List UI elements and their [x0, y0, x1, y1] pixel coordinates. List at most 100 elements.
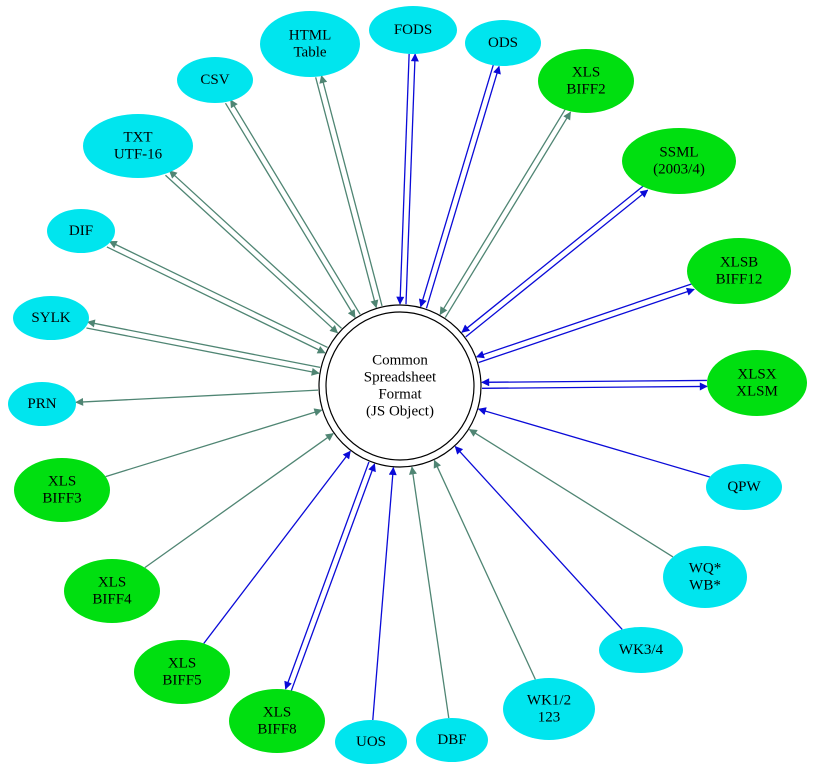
node-ellipse — [83, 114, 193, 178]
node-ellipse — [8, 382, 76, 426]
edge-ods — [418, 64, 501, 309]
node-ellipse — [335, 720, 407, 764]
node-label: UOS — [356, 734, 386, 750]
arrow — [106, 246, 326, 354]
node-label: CSV — [200, 72, 229, 88]
arrow — [290, 463, 376, 692]
edge-xlsx-xlsm — [481, 378, 708, 391]
node-label: WQ*WB* — [689, 561, 722, 594]
edge-xls-biff2 — [439, 108, 572, 318]
node-ellipse — [229, 689, 325, 753]
arrow — [108, 240, 328, 349]
edge-xlsb — [475, 283, 695, 364]
node-dbf: DBF — [416, 718, 488, 762]
node-label: DBF — [437, 732, 466, 748]
node-ods: ODS — [465, 20, 541, 66]
node-dif: DIF — [47, 209, 115, 253]
node-ellipse — [538, 49, 634, 113]
arrow — [168, 170, 342, 329]
node-ellipse — [599, 627, 683, 673]
node-fods: FODS — [369, 6, 457, 54]
arrow — [477, 407, 710, 478]
node-ellipse — [177, 57, 253, 103]
arrow — [465, 189, 649, 338]
node-ellipse — [47, 209, 115, 253]
arrow — [86, 327, 320, 376]
arrow — [315, 77, 379, 309]
arrow — [396, 53, 410, 305]
node-label: DIF — [69, 223, 93, 239]
node-ellipse — [465, 20, 541, 66]
arrow — [75, 389, 319, 406]
edge-xls-biff8 — [284, 461, 376, 692]
arrow — [461, 184, 645, 333]
edge-sylk — [86, 319, 321, 376]
edge-html-table — [315, 74, 383, 309]
arrow — [319, 74, 383, 307]
node-ellipse — [134, 640, 230, 704]
node-label: SYLK — [31, 310, 70, 326]
arrow — [481, 378, 707, 387]
node-ellipse — [707, 350, 807, 416]
node-ellipse — [706, 464, 782, 510]
node-label: ODS — [488, 35, 518, 51]
edge-ssml — [461, 184, 649, 338]
arrow — [405, 53, 419, 305]
arrow — [433, 459, 536, 680]
edge-prn — [75, 389, 319, 406]
arrow — [475, 283, 693, 359]
node-ellipse — [369, 6, 457, 54]
center-outer-circle — [318, 304, 482, 468]
node-wq-wb: WQ*WB* — [663, 546, 747, 608]
node-ellipse — [503, 678, 595, 740]
node-sylk: SYLK — [13, 296, 89, 340]
arrow — [439, 108, 566, 316]
edge-dif — [106, 240, 328, 354]
arrow — [478, 287, 695, 364]
arrow — [230, 99, 361, 315]
edge-csv — [224, 99, 361, 319]
arrow — [454, 445, 623, 630]
arrow — [86, 319, 321, 369]
arrow — [444, 111, 572, 318]
edge-wk34 — [454, 445, 623, 630]
node-label: QPW — [727, 479, 761, 495]
node-ellipse — [260, 11, 360, 77]
node-label: WK3/4 — [619, 642, 664, 658]
arrow — [425, 65, 501, 309]
node-wk34: WK3/4 — [599, 627, 683, 673]
edge-wq-wb — [468, 428, 674, 558]
node-label: PRN — [27, 396, 56, 412]
arrow — [418, 64, 494, 308]
arrow — [284, 461, 370, 690]
node-ellipse — [14, 458, 110, 522]
edge-qpw — [477, 407, 710, 478]
arrow — [105, 408, 323, 478]
node-qpw: QPW — [706, 464, 782, 510]
node-ellipse — [416, 718, 488, 762]
node-label: SSML(2003/4) — [653, 145, 705, 178]
node-uos: UOS — [335, 720, 407, 764]
edge-wk12-123 — [433, 459, 536, 680]
arrow — [224, 102, 356, 319]
node-ellipse — [663, 546, 747, 608]
node-ellipse — [622, 128, 736, 194]
edge-xls-biff4 — [144, 433, 334, 569]
